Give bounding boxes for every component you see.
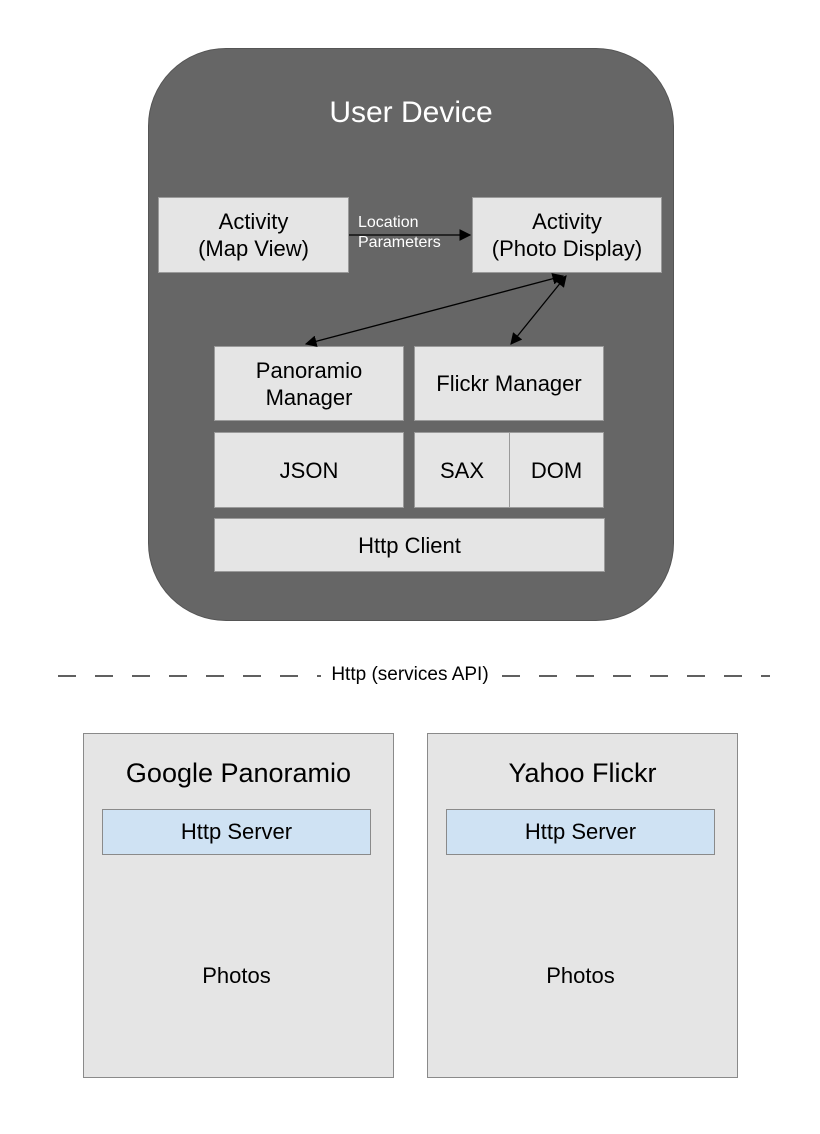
dom-parser-box: DOM [509, 432, 604, 508]
sax-parser-box: SAX [414, 432, 510, 508]
google-http-server-box: Http Server [102, 809, 371, 855]
yahoo-flickr-title: Yahoo Flickr [508, 758, 657, 788]
google-photos-label: Photos [202, 963, 271, 988]
yahoo-flickr-panel [427, 733, 738, 1078]
activity-map-view-box: Activity (Map View) [158, 197, 349, 273]
photo-flickr-arrow [510, 275, 567, 345]
google-panoramio-title: Google Panoramio [125, 758, 352, 788]
user-device-title: User Device [329, 96, 493, 129]
panoramio-manager-box: Panoramio Manager [214, 346, 404, 421]
photo-panoramio-arrow [304, 273, 565, 347]
yahoo-http-server-box: Http Server [446, 809, 715, 855]
location-parameters-label: Location Parameters [358, 214, 441, 251]
activity-photo-display-box: Activity (Photo Display) [472, 197, 662, 273]
services-api-label: Http (services API) [0, 663, 820, 687]
json-parser-box: JSON [214, 432, 404, 508]
flickr-manager-box: Flickr Manager [414, 346, 604, 421]
google-panoramio-panel [83, 733, 394, 1078]
yahoo-photos-label: Photos [546, 963, 615, 988]
services-api-label-text: Http (services API) [321, 664, 499, 685]
http-client-box: Http Client [214, 518, 605, 572]
